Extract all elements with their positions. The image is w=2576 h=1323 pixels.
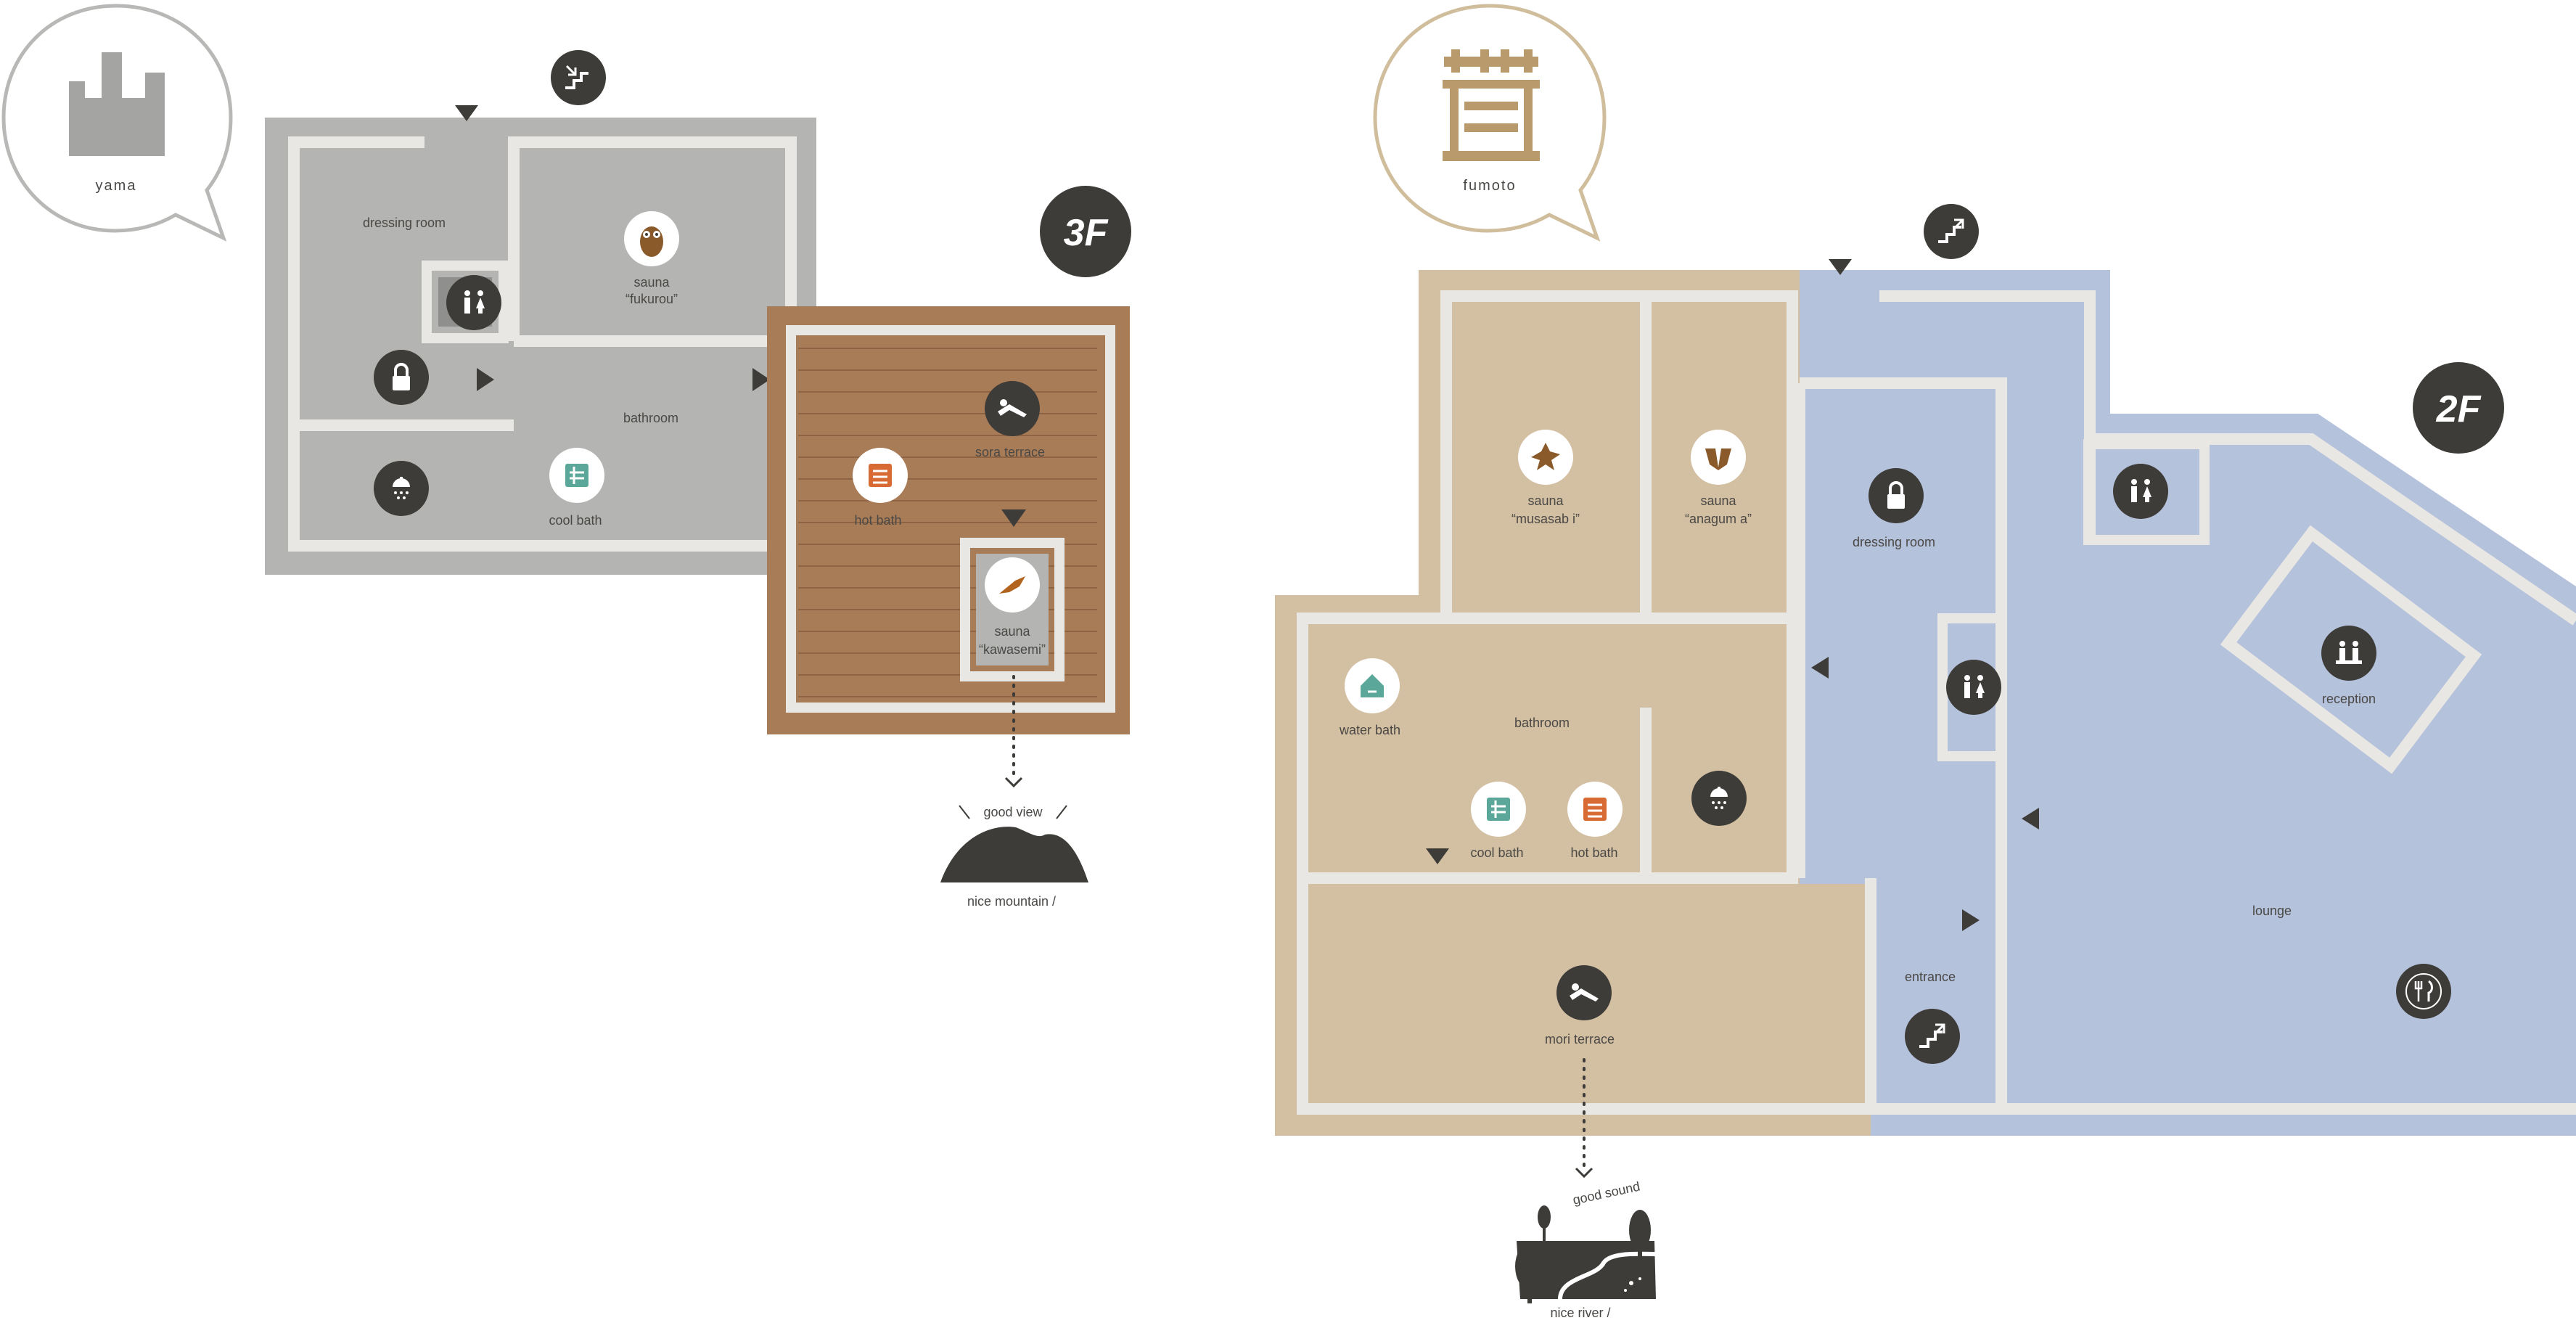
- label-hot-bath: hot bath: [854, 513, 901, 528]
- cool-bath-icon: [549, 448, 604, 503]
- entry-marker-top: [1829, 259, 1852, 275]
- restaurant-icon: [2396, 964, 2451, 1019]
- svg-text:3F: 3F: [1064, 212, 1109, 254]
- toilet-alcove: [1937, 613, 2007, 761]
- label-sauna: sauna: [1527, 493, 1564, 508]
- label-sauna-name: “anagum a”: [1685, 512, 1752, 526]
- label-sauna: sauna: [633, 275, 670, 290]
- label-cool-bath: cool bath: [549, 513, 602, 528]
- door-marker: [1962, 909, 1980, 931]
- yama-badge-label: yama: [96, 178, 137, 194]
- label-sora-terrace: sora terrace: [975, 445, 1045, 459]
- entry-marker-top: [455, 105, 478, 121]
- toilet-icon: [446, 275, 501, 330]
- stairs-up-icon: [1905, 1009, 1960, 1064]
- fumoto-badge-label: fumoto: [1463, 178, 1516, 194]
- door-marker: [1426, 848, 1449, 864]
- label-hot-bath: hot bath: [1570, 845, 1617, 860]
- fumoto-badge: fumoto: [1373, 4, 1607, 242]
- view-caption: good sound: [1572, 1179, 1641, 1208]
- label-dressing-room: dressing room: [363, 216, 446, 230]
- yama-badge: yama: [1, 4, 233, 242]
- door-marker: [2022, 808, 2039, 830]
- fumoto-walls: [1297, 290, 2096, 1115]
- floor-badge-2f: 2F: [2413, 362, 2504, 454]
- label-lounge: lounge: [2252, 904, 2292, 918]
- mountain-icon: [940, 805, 1088, 882]
- door-marker: [1811, 657, 1829, 679]
- lock-icon: [374, 350, 429, 405]
- castle-icon: [69, 52, 165, 156]
- label-mori-terrace: mori terrace: [1545, 1032, 1615, 1046]
- label-bathroom: bathroom: [1514, 716, 1570, 730]
- floor-badge-3f: 3F: [1040, 186, 1131, 277]
- view-label: nice mountain /: [967, 894, 1056, 909]
- label-sauna: sauna: [1700, 493, 1736, 508]
- sora-terrace-floor: [767, 306, 1130, 734]
- owl-icon: [624, 211, 679, 266]
- label-cool-bath: cool bath: [1470, 845, 1523, 860]
- label-reception: reception: [2322, 692, 2376, 706]
- hot-bath-icon: [1567, 782, 1623, 837]
- entry-marker: [1001, 509, 1026, 527]
- toilet-icon: [2113, 464, 2168, 519]
- label-water-bath: water bath: [1339, 723, 1400, 737]
- label-sauna-name: “kawasemi”: [979, 642, 1046, 657]
- label-dressing-room: dressing room: [1853, 535, 1935, 549]
- label-sauna-name: “fukurou”: [625, 292, 678, 306]
- badger-icon: [1691, 430, 1746, 485]
- label-entrance: entrance: [1905, 970, 1956, 984]
- relax-icon: [985, 381, 1040, 436]
- view-caption: good view: [983, 805, 1043, 819]
- view-label: nice river /: [1550, 1306, 1610, 1320]
- label-sauna: sauna: [994, 624, 1030, 639]
- svg-text:2F: 2F: [2436, 388, 2482, 430]
- hot-bath-icon: [853, 448, 908, 503]
- shower-icon: [1691, 771, 1747, 826]
- label-bathroom: bathroom: [623, 411, 678, 425]
- stairs-up-icon: [1924, 204, 1979, 259]
- toilet-icon: [1946, 660, 2001, 715]
- terrace-rail: [786, 325, 1115, 713]
- shower-icon: [374, 461, 429, 516]
- reception-counter: [2220, 525, 2482, 774]
- label-sauna-name: “musasab i”: [1511, 512, 1580, 526]
- fumoto-floor: [1275, 270, 1871, 1136]
- door-marker: [477, 368, 494, 391]
- river-icon: [1515, 1205, 1657, 1303]
- door-marker: [752, 368, 770, 391]
- lock-icon: [1869, 468, 1924, 523]
- reception-icon: [2321, 626, 2376, 681]
- kingfisher-icon: [985, 557, 1040, 613]
- flying-squirrel-icon: [1518, 430, 1573, 485]
- relax-icon: [1556, 965, 1612, 1020]
- water-bath-icon: [1345, 658, 1400, 713]
- stairs-down-icon: [551, 50, 606, 105]
- toilet-alcove: [2083, 439, 2210, 545]
- kanji-logo-icon: [1443, 49, 1540, 161]
- cool-bath-icon: [1471, 782, 1526, 837]
